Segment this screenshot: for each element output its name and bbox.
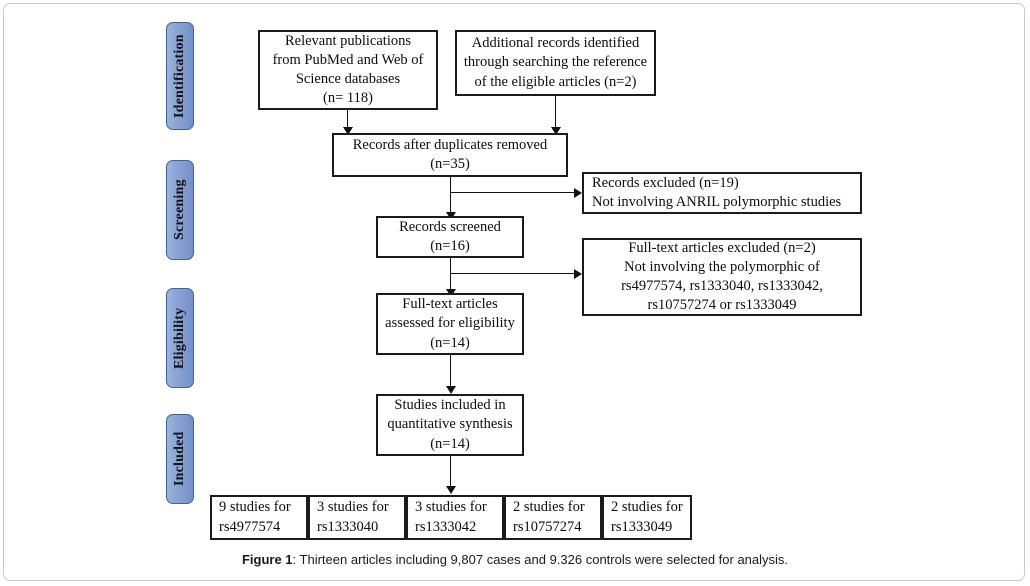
connector-source-to-duplicates [347, 110, 348, 129]
source-databases-line-2: from PubMed and Web of [272, 51, 424, 68]
source-databases-count: (n= 118) [323, 90, 373, 107]
additional-records-line-1: Additional records identified [471, 35, 640, 52]
stage-badge-identification: Identification [166, 22, 194, 130]
fulltext-assessed-count: (n=14) [430, 334, 470, 351]
studies-included-count: (n=14) [430, 435, 470, 452]
connector-fulltext-to-excluded [450, 273, 578, 274]
records-excluded-line-2: Not involving ANRIL polymorphic studies [592, 194, 842, 210]
box-duplicates-removed: Records after duplicates removed (n=35) [332, 133, 568, 177]
source-databases-line-3: Science databases [295, 71, 401, 87]
source-databases-line-1: Relevant publications [284, 32, 412, 49]
box-records-excluded: Records excluded (n=19) Not involving AN… [582, 172, 862, 214]
connector-screened-to-excluded [450, 192, 578, 193]
stage-label-screening: Screening [172, 179, 187, 241]
figure-caption-text: : Thirteen articles including 9,807 case… [292, 552, 789, 567]
records-excluded-line-1: Records excluded (n=19) [592, 174, 739, 191]
stage-label-eligibility: Eligibility [172, 307, 187, 369]
box-snp-rs1333042: 3 studies for rs1333042 [406, 495, 504, 540]
snp-count-1: 3 studies for [317, 499, 389, 516]
snp-id-0: rs4977574 [219, 518, 281, 535]
fulltext-excluded-line-3: rs4977574, rs1333040, rs1333042, [621, 278, 823, 294]
arrowhead-screened-to-excluded [574, 188, 582, 198]
box-records-screened: Records screened (n=16) [376, 216, 524, 258]
fulltext-assessed-line-2: assessed for eligibility [385, 315, 515, 332]
arrowhead-included-to-snp-row [446, 486, 456, 494]
snp-count-3: 2 studies for [513, 499, 585, 516]
connector-duplicates-to-screened [450, 177, 451, 216]
stage-label-identification: Identification [172, 34, 187, 118]
box-fulltext-excluded: Full-text articles excluded (n=2) Not in… [582, 238, 862, 316]
stage-badge-eligibility: Eligibility [166, 288, 194, 388]
snp-count-2: 3 studies for [415, 499, 487, 516]
figure-caption-label: Figure 1 [241, 552, 293, 567]
stage-badge-included: Included [166, 414, 194, 504]
records-screened-line-1: Records screened [399, 218, 501, 235]
box-snp-rs10757274: 2 studies for rs10757274 [504, 495, 602, 540]
stage-label-included: Included [172, 431, 187, 487]
arrowhead-source-to-duplicates [343, 127, 353, 135]
connector-included-to-snp-row [450, 456, 451, 490]
arrowhead-fulltext-to-included [446, 386, 456, 394]
figure-caption: Figure 1: Thirteen articles including 9,… [0, 552, 1030, 567]
additional-records-line-2: through searching the reference [463, 54, 648, 71]
fulltext-excluded-line-1: Full-text articles excluded (n=2) [628, 239, 816, 256]
snp-id-4: rs1333049 [611, 518, 673, 535]
connector-screened-to-fulltext [450, 258, 451, 293]
studies-included-line-2: quantitative synthesis [387, 416, 513, 433]
snp-id-3: rs10757274 [513, 518, 582, 535]
duplicates-removed-line-1: Records after duplicates removed [352, 136, 548, 153]
connector-additional-to-duplicates [555, 96, 556, 129]
fulltext-assessed-line-1: Full-text articles [402, 296, 498, 313]
box-fulltext-assessed: Full-text articles assessed for eligibil… [376, 293, 524, 355]
arrowhead-fulltext-to-excluded [574, 269, 582, 279]
connector-fulltext-to-included [450, 355, 451, 390]
snp-id-1: rs1333040 [317, 518, 379, 535]
box-snp-rs1333040: 3 studies for rs1333040 [308, 495, 406, 540]
box-snp-rs4977574: 9 studies for rs4977574 [210, 495, 308, 540]
arrowhead-additional-to-duplicates [551, 127, 561, 135]
studies-included-line-1: Studies included in [394, 397, 506, 414]
box-snp-rs1333049: 2 studies for rs1333049 [602, 495, 692, 540]
snp-count-4: 2 studies for [611, 499, 683, 516]
duplicates-removed-count: (n=35) [430, 156, 470, 172]
fulltext-excluded-line-2: Not involving the polymorphic of [624, 258, 820, 275]
snp-id-2: rs1333042 [415, 518, 477, 535]
stage-badge-screening: Screening [166, 160, 194, 260]
box-additional-records: Additional records identified through se… [455, 30, 656, 96]
snp-count-0: 9 studies for [219, 499, 291, 516]
additional-records-line-3: of the eligible articles (n=2) [474, 73, 637, 90]
box-studies-included: Studies included in quantitative synthes… [376, 394, 524, 456]
fulltext-excluded-line-4: rs10757274 or rs1333049 [647, 297, 797, 314]
box-source-databases: Relevant publications from PubMed and We… [258, 30, 438, 110]
records-screened-count: (n=16) [430, 238, 470, 254]
